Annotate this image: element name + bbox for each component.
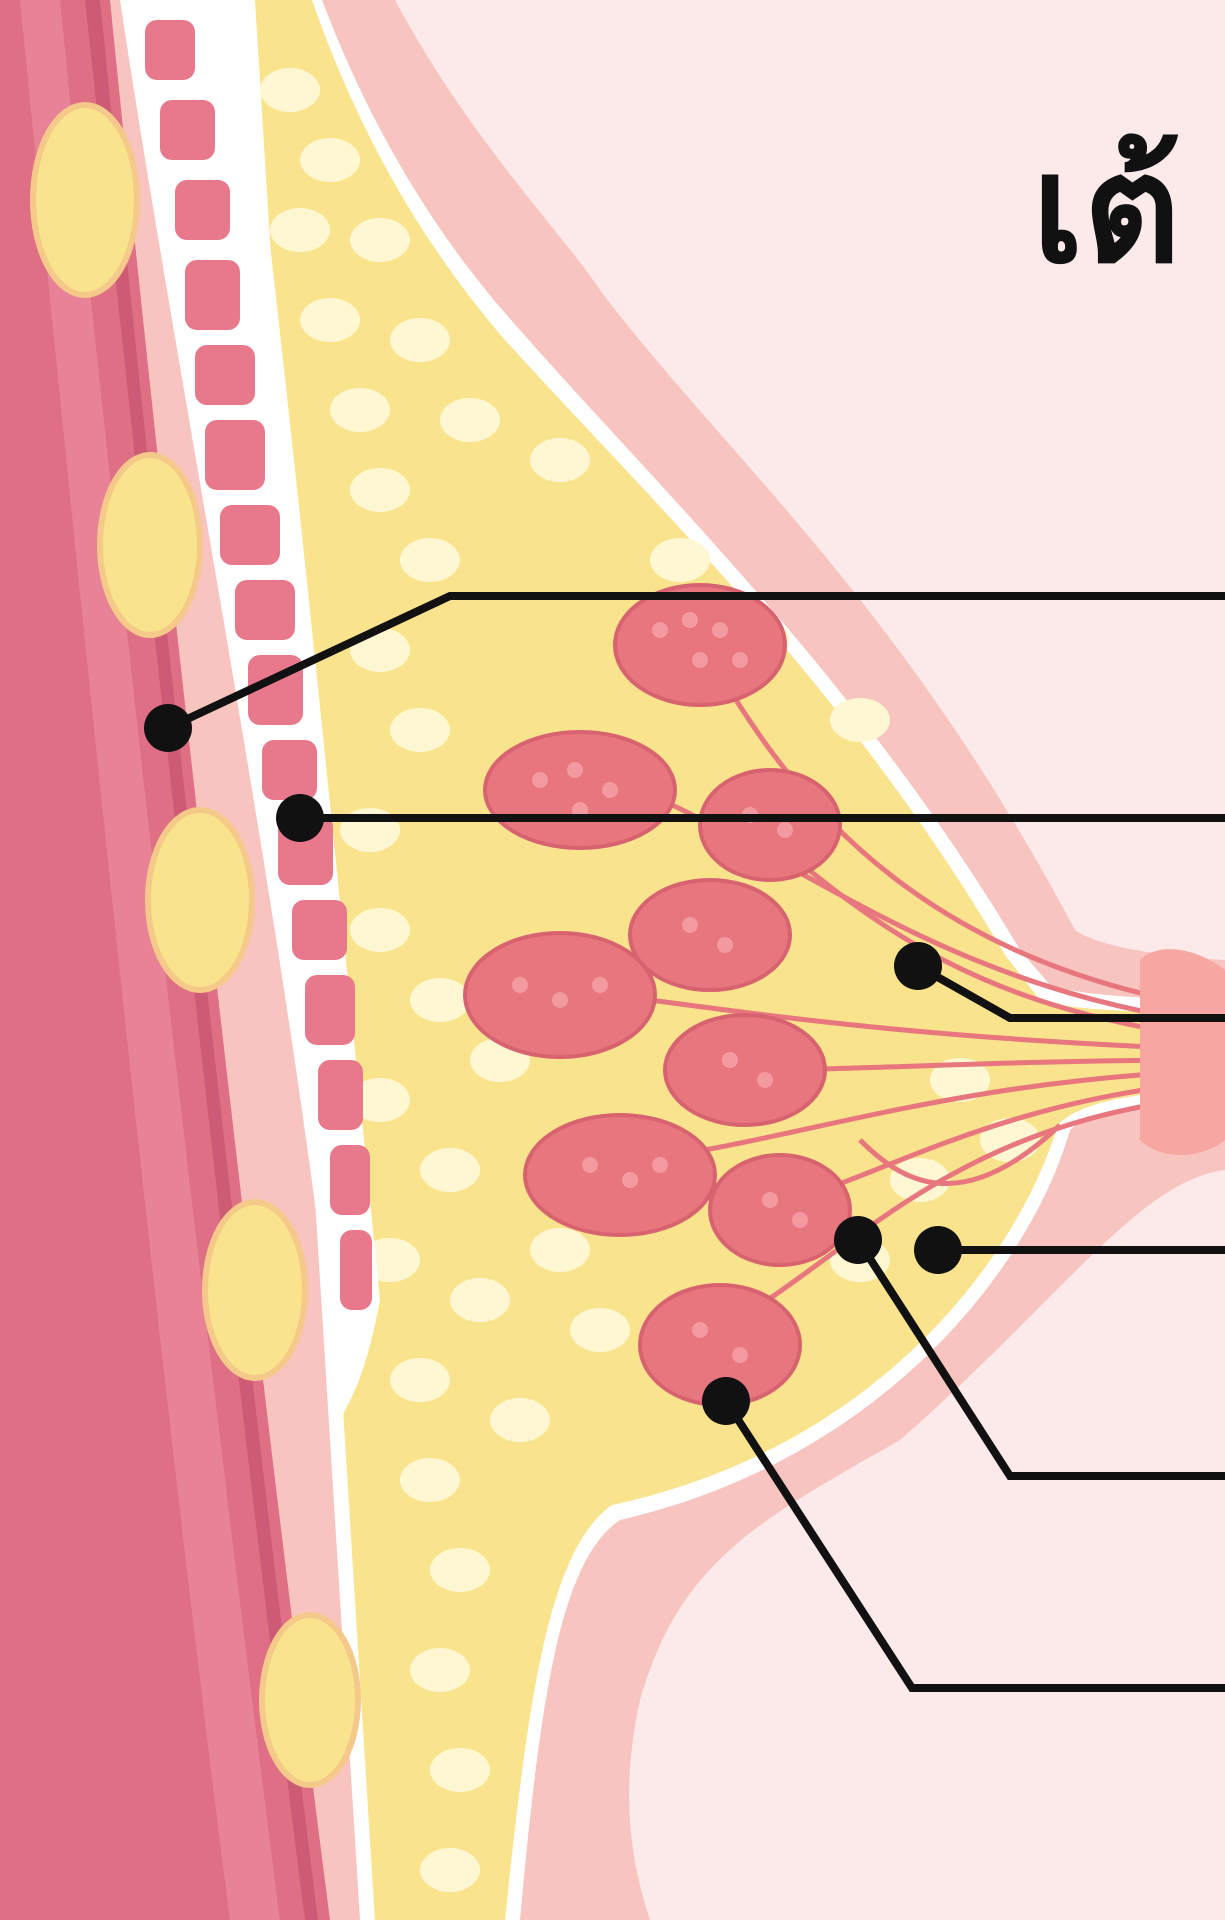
leader-dot-6: [702, 1377, 750, 1425]
diagram-title: เต้: [1032, 135, 1181, 285]
leader-dot-1: [144, 704, 192, 752]
leader-dot-4: [914, 1226, 962, 1274]
nipple: [1140, 949, 1225, 1155]
leader-dot-5: [834, 1216, 882, 1264]
leader-dot-2: [276, 794, 324, 842]
leader-dot-3: [894, 942, 942, 990]
